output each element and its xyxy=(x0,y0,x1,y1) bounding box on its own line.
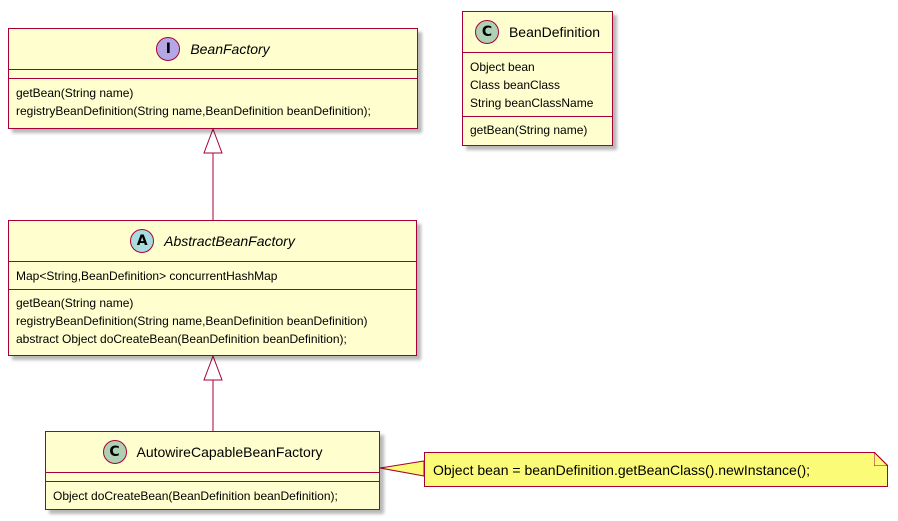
inheritance-arrowhead-beanfactory xyxy=(203,127,223,154)
interface-stereotype-icon: I xyxy=(156,37,181,61)
class-header: C AutowireCapableBeanFactory xyxy=(46,432,379,473)
class-bean-factory[interactable]: I BeanFactory getBean(String name) regis… xyxy=(8,28,418,129)
class-abstract-bean-factory[interactable]: A AbstractBeanFactory Map<String,BeanDef… xyxy=(8,220,417,356)
field: Map<String,BeanDefinition> concurrentHas… xyxy=(16,269,278,283)
note-fold-corner-icon xyxy=(874,452,888,466)
methods-section: getBean(String name) xyxy=(463,116,612,143)
method: abstract Object doCreateBean(BeanDefinit… xyxy=(16,332,347,346)
note[interactable]: Object bean = beanDefinition.getBeanClas… xyxy=(424,452,888,487)
class-name: AutowireCapableBeanFactory xyxy=(136,444,323,460)
method: registryBeanDefinition(String name,BeanD… xyxy=(16,314,368,328)
class-autowire-capable-bean-factory[interactable]: C AutowireCapableBeanFactory Object doCr… xyxy=(45,431,380,510)
inheritance-arrowhead-abstract xyxy=(203,354,223,381)
class-name: AbstractBeanFactory xyxy=(164,233,295,249)
fields-section xyxy=(9,70,417,78)
field: String beanClassName xyxy=(470,96,594,110)
method: getBean(String name) xyxy=(470,123,588,137)
class-stereotype-icon: C xyxy=(474,20,499,44)
field: Object bean xyxy=(470,60,535,74)
method: getBean(String name) xyxy=(16,296,134,310)
fields-section xyxy=(46,473,379,481)
class-name: BeanDefinition xyxy=(508,24,601,40)
class-header: A AbstractBeanFactory xyxy=(9,221,416,262)
methods-section: getBean(String name) registryBeanDefinit… xyxy=(9,78,417,124)
method: registryBeanDefinition(String name,BeanD… xyxy=(16,104,371,118)
abstract-stereotype-icon: A xyxy=(130,229,155,253)
fields-section: Object bean Class beanClass String beanC… xyxy=(463,53,612,116)
method: Object doCreateBean(BeanDefinition beanD… xyxy=(53,489,338,503)
methods-section: getBean(String name) registryBeanDefinit… xyxy=(9,289,416,352)
field: Class beanClass xyxy=(470,78,561,92)
note-text: Object bean = beanDefinition.getBeanClas… xyxy=(433,461,811,478)
class-name: BeanFactory xyxy=(190,41,270,57)
class-header: I BeanFactory xyxy=(9,29,417,70)
method: getBean(String name) xyxy=(16,86,134,100)
class-header: C BeanDefinition xyxy=(463,12,612,53)
note-connector xyxy=(379,460,425,477)
fields-section: Map<String,BeanDefinition> concurrentHas… xyxy=(9,262,416,289)
class-stereotype-icon: C xyxy=(102,440,127,464)
methods-section: Object doCreateBean(BeanDefinition beanD… xyxy=(46,481,379,509)
class-bean-definition[interactable]: C BeanDefinition Object bean Class beanC… xyxy=(462,11,613,146)
